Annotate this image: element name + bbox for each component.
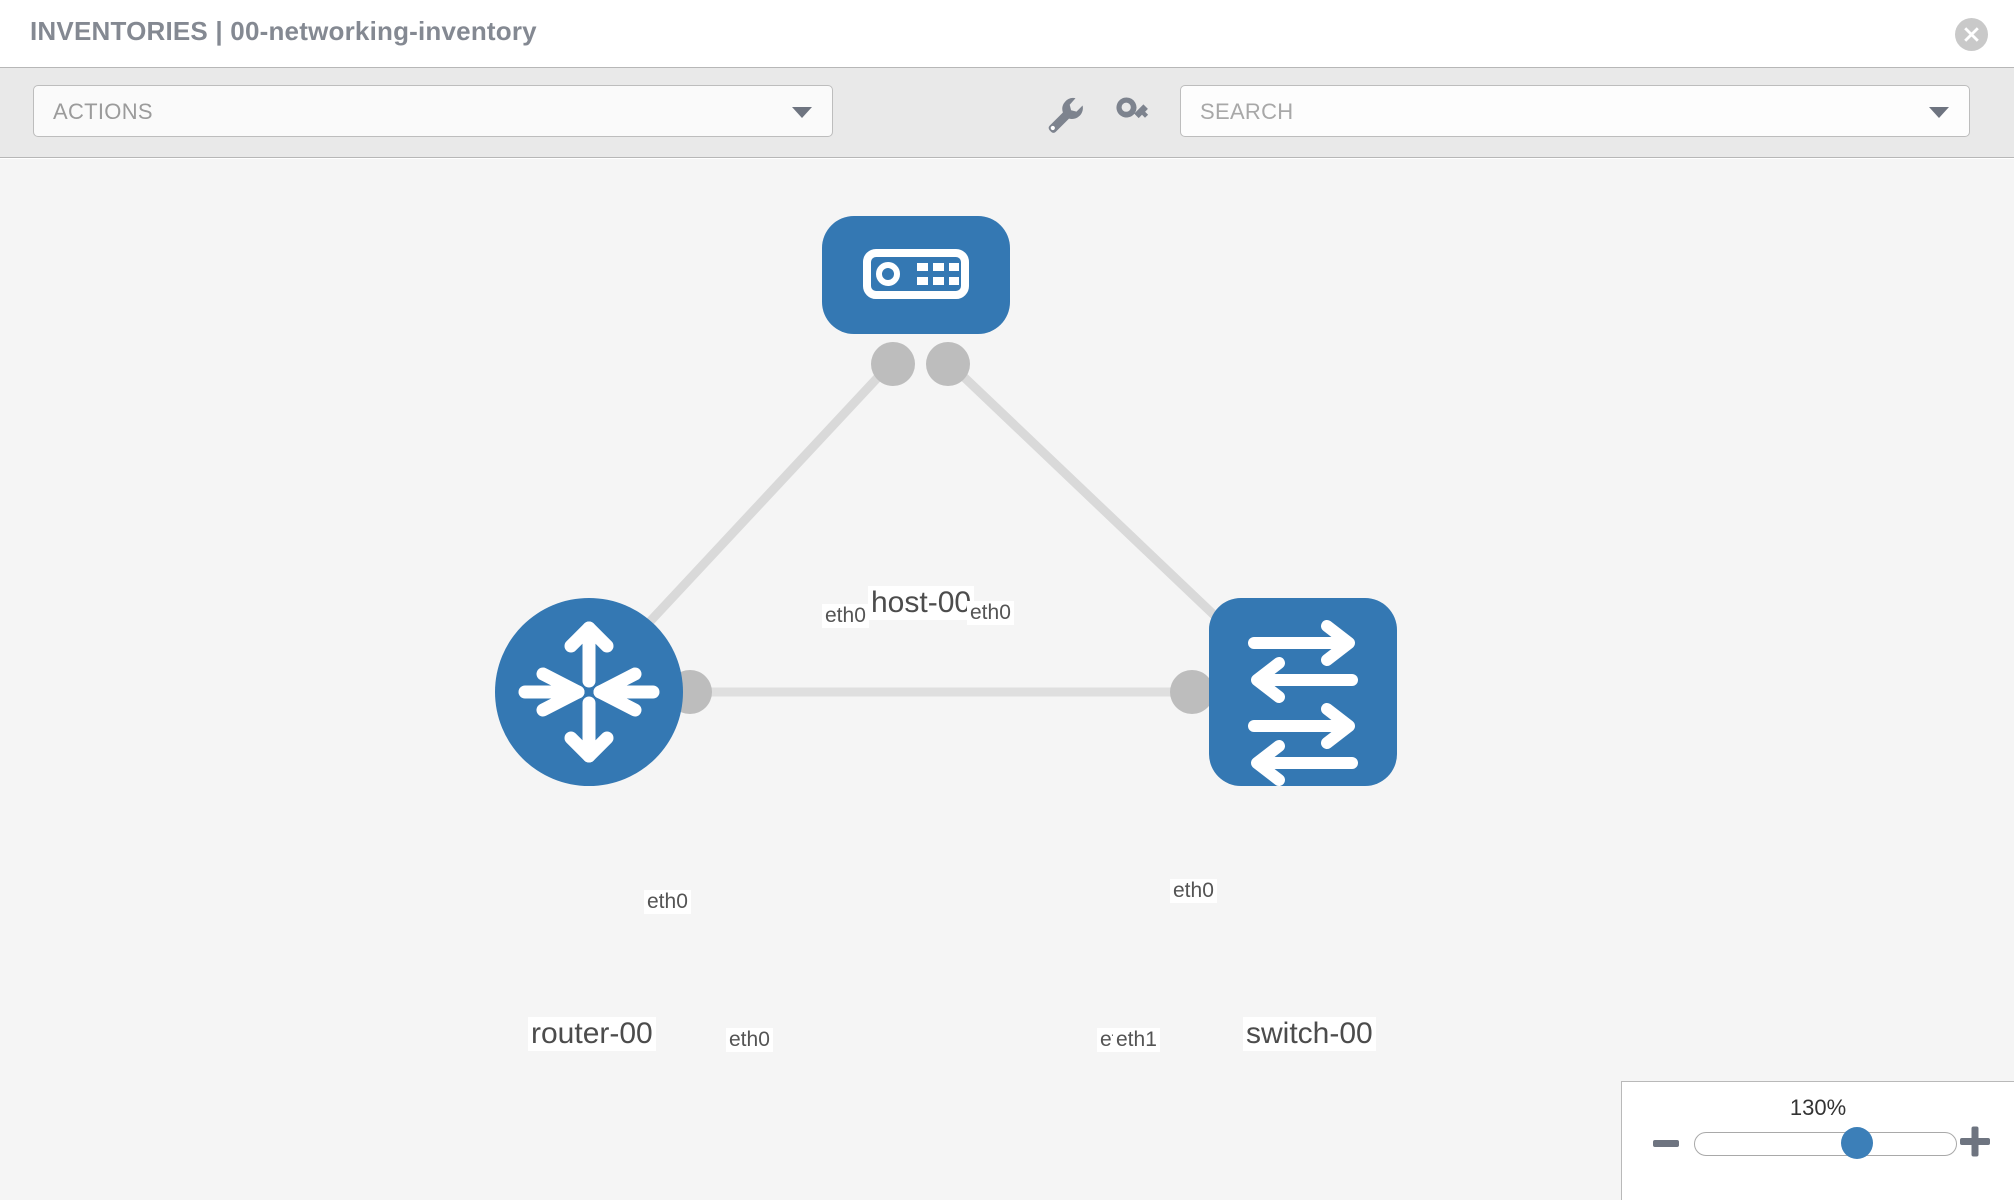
endpoint-switch-left[interactable] <box>1170 670 1214 714</box>
search-input[interactable]: SEARCH <box>1180 85 1970 137</box>
topology-graph <box>495 216 1397 786</box>
page-title: INVENTORIES | 00-networking-inventory <box>30 16 537 46</box>
node-label-router-00: router-00 <box>528 1017 656 1051</box>
link-host-switch[interactable] <box>941 355 1259 658</box>
server-icon <box>863 249 969 299</box>
wrench-button[interactable] <box>1042 93 1086 133</box>
endpoint-host-right[interactable] <box>926 342 970 386</box>
link-label-switch-up-eth0: eth0 <box>1170 879 1217 904</box>
switch-arrows-icon <box>1248 620 1358 786</box>
chevron-down-icon <box>792 107 812 118</box>
actions-dropdown-label: ACTIONS <box>53 99 153 124</box>
link-label-router-up-eth0: eth0 <box>644 890 691 915</box>
link-label-switch-left-eth1: eth1 <box>1113 1028 1160 1053</box>
minus-icon <box>1653 1140 1679 1147</box>
node-label-host-00: host-00 <box>868 586 975 620</box>
topology-endpoints <box>668 342 1257 714</box>
zoom-level-value: 130% <box>1789 1095 1847 1120</box>
router-arrows-icon <box>518 621 660 763</box>
zoom-out-button[interactable] <box>1651 1128 1681 1158</box>
search-input-placeholder: SEARCH <box>1200 99 1294 124</box>
close-button[interactable] <box>1955 18 1988 51</box>
chevron-down-icon <box>1929 107 1949 118</box>
close-icon <box>1964 27 1979 42</box>
page-header: INVENTORIES | 00-networking-inventory <box>0 0 2014 68</box>
node-host-00[interactable] <box>822 216 1010 334</box>
node-label-switch-00: switch-00 <box>1243 1017 1376 1051</box>
zoom-in-button[interactable] <box>1958 1124 1992 1158</box>
zoom-slider-thumb[interactable] <box>1841 1127 1873 1159</box>
link-host-router[interactable] <box>611 355 899 663</box>
zoom-control-panel: 130% <box>1621 1081 2014 1200</box>
link-label-host-right-eth0: eth0 <box>967 601 1014 626</box>
link-label-router-right-eth0: eth0 <box>726 1028 773 1053</box>
zoom-slider[interactable] <box>1694 1127 1957 1159</box>
topology-links <box>611 355 1259 697</box>
topology-canvas[interactable]: host-00 router-00 switch-00 eth0 eth0 et… <box>0 159 2014 1200</box>
link-label-host-left-eth0: eth0 <box>822 604 869 629</box>
plus-icon <box>1960 1126 1990 1157</box>
key-icon <box>1116 97 1149 119</box>
actions-dropdown[interactable]: ACTIONS <box>33 85 833 137</box>
node-router-00[interactable] <box>495 598 683 786</box>
key-button[interactable] <box>1110 93 1154 133</box>
wrench-icon <box>1048 97 1083 133</box>
node-switch-00[interactable] <box>1209 598 1397 786</box>
endpoint-host-left[interactable] <box>871 342 915 386</box>
